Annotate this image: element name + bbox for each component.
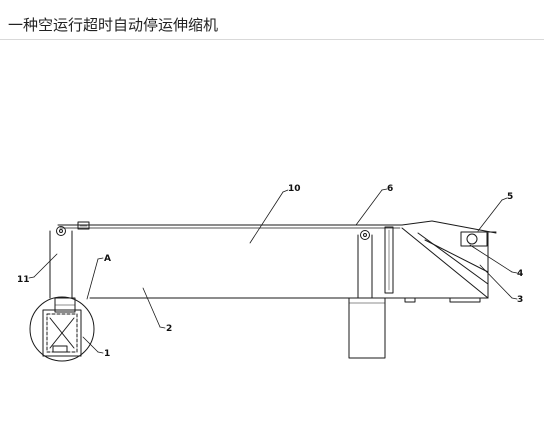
patent-figure: 10 6 5 4 3 2 11 A 1 <box>0 40 544 438</box>
label-1: 1 <box>104 349 110 359</box>
label-3: 3 <box>517 295 523 305</box>
top-belt <box>57 224 403 229</box>
page-title: 一种空运行超时自动停运伸缩机 <box>8 16 219 34</box>
sensor-box <box>460 231 497 247</box>
detail-circle-a <box>29 296 95 362</box>
front-pulley <box>56 226 66 236</box>
label-4: 4 <box>517 269 523 279</box>
leader-lines <box>28 188 518 354</box>
center-roller-assembly <box>357 226 394 299</box>
label-2: 2 <box>166 324 172 334</box>
right-frame <box>401 220 497 303</box>
left-support <box>54 297 76 313</box>
base-block <box>348 297 386 359</box>
label-10: 10 <box>288 184 301 194</box>
belt-clamp <box>77 221 90 230</box>
label-5: 5 <box>507 192 513 202</box>
label-11: 11 <box>17 275 30 285</box>
main-body <box>49 230 489 299</box>
label-6: 6 <box>387 184 393 194</box>
machine-drawing: 10 6 5 4 3 2 11 A 1 <box>17 184 523 362</box>
label-a: A <box>104 254 111 264</box>
header: 一种空运行超时自动停运伸缩机 <box>0 0 544 40</box>
